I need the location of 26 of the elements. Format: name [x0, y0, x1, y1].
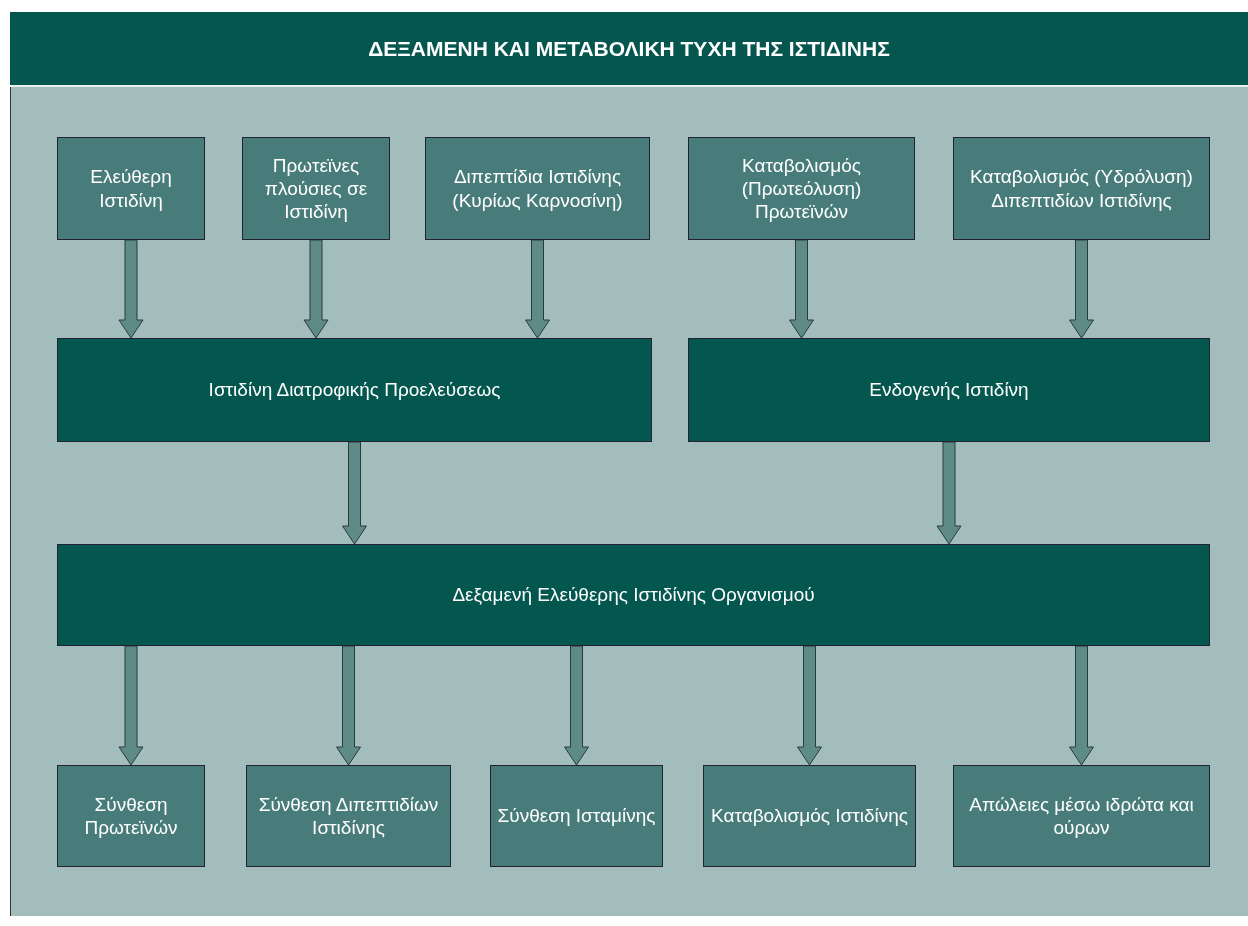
arrow [1069, 239, 1094, 339]
process-box: Καταβολισμός (Υδρόλυση) Διπεπτιδίων Ιστιδίνης [953, 137, 1210, 240]
arrow [789, 239, 814, 339]
arrow [118, 645, 144, 766]
process-box: Πρωτεϊνες πλούσιες σε Ιστιδίνη [242, 137, 390, 240]
arrow [936, 441, 962, 545]
process-box: Σύνθεση Πρωτεϊνών [57, 765, 205, 867]
process-box: Καταβολισμός Ιστιδίνης [703, 765, 916, 867]
process-box: Καταβολισμός (Πρωτεόλυση) Πρωτεϊνών [688, 137, 915, 240]
process-box: Διπεπτίδια Ιστιδίνης (Κυρίως Καρνοσίνη) [425, 137, 650, 240]
process-box: Ελεύθερη Ιστιδίνη [57, 137, 205, 240]
arrow [118, 239, 144, 339]
title-banner: ΔΕΞΑΜΕΝΗ ΚΑΙ ΜΕΤΑΒΟΛΙΚΗ ΤΥΧΗ ΤΗΣ ΙΣΤΙΔΙΝΗΣ [10, 12, 1248, 87]
process-box: Απώλειες μέσω ιδρώτα και ούρων [953, 765, 1210, 867]
arrow [564, 645, 589, 766]
stage-box: Δεξαμενή Ελεύθερης Ιστιδίνης Οργανισμού [57, 544, 1210, 646]
arrow [342, 441, 367, 545]
stage-box: Ιστιδίνη Διατροφικής Προελεύσεως [57, 338, 652, 442]
arrow [525, 239, 550, 339]
process-box: Σύνθεση Ισταμίνης [490, 765, 663, 867]
arrow [1069, 645, 1094, 766]
process-box: Σύνθεση Διπεπτιδίων Ιστιδίνης [246, 765, 451, 867]
stage-box: Ενδογενής Ιστιδίνη [688, 338, 1210, 442]
arrow [303, 239, 329, 339]
arrow [797, 645, 822, 766]
arrow [336, 645, 361, 766]
